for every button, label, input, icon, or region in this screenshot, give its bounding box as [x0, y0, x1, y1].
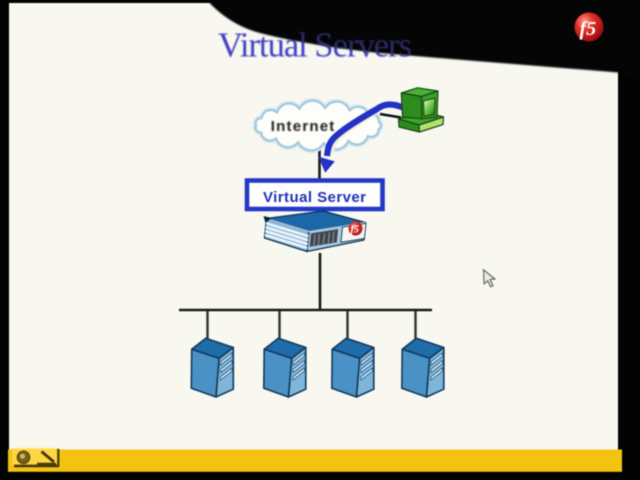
svg-text:Virtual Server: Virtual Server — [263, 189, 366, 206]
svg-text:f5: f5 — [580, 18, 597, 40]
svg-text:Internet: Internet — [271, 118, 335, 135]
svg-text:f5: f5 — [351, 225, 359, 236]
